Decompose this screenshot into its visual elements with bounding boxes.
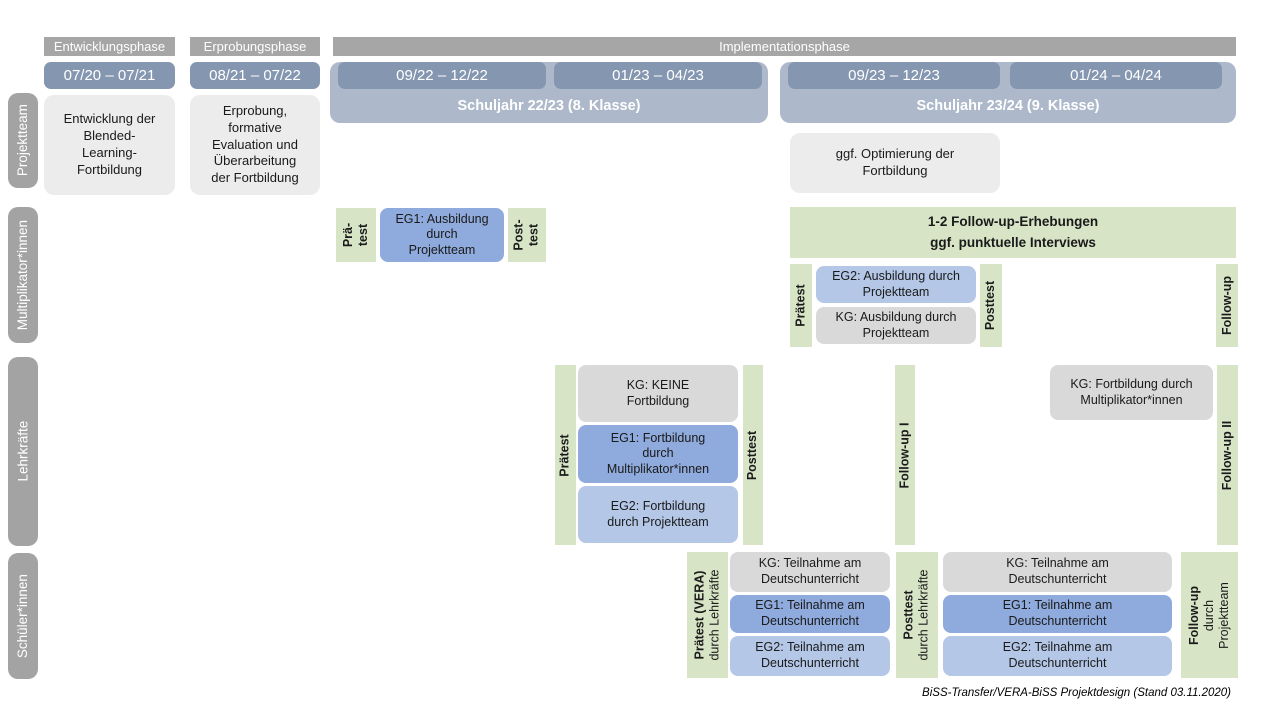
- cell-kg-teilnahme-2: KG: Teilnahme am Deutschunterricht: [943, 552, 1172, 592]
- bar-posttest-multiplikatoren-1: Post- test: [508, 208, 546, 262]
- cell-kg-teilnahme-1: KG: Teilnahme am Deutschunterricht: [730, 552, 890, 592]
- slide-caption: BiSS-Transfer/VERA-BiSS Projektdesign (S…: [922, 687, 1231, 699]
- cell-eg1-teilnahme-2: EG1: Teilnahme am Deutschunterricht: [943, 595, 1172, 633]
- row-label-lehrkraefte-text: Lehrkräfte: [14, 421, 30, 482]
- praetest-line1: Prä-: [340, 222, 355, 248]
- followup-projektteam-sub1: durch: [1202, 599, 1217, 631]
- row-label-projektteam: Projektteam: [8, 93, 38, 188]
- bar-followup-multiplikatoren: Follow-up: [1216, 264, 1238, 347]
- bar-followup-2: Follow-up II: [1217, 365, 1238, 545]
- bar-posttest-multiplikatoren-2: Posttest: [980, 264, 1002, 347]
- bar-followup-1: Follow-up I: [895, 365, 915, 545]
- row-label-schuelerinnen-text: Schüler*innen: [14, 573, 30, 659]
- cell-eg1-teilnahme-1: EG1: Teilnahme am Deutschunterricht: [730, 595, 890, 633]
- phase-header-implementationsphase: Implementationsphase: [333, 37, 1236, 56]
- cell-kg-keine-fortbildung: KG: KEINE Fortbildung: [578, 365, 738, 422]
- date-bar-0821-0722: 08/21 – 07/22: [190, 62, 320, 89]
- praetest-lehrkraefte-text: Prätest: [558, 433, 573, 477]
- bar-posttest-lehrkraefte-schueler: Posttest durch Lehrkräfte: [896, 552, 938, 678]
- bar-praetest-multiplikatoren-2: Prätest: [790, 264, 812, 347]
- date-bar-0124-0424: 01/24 – 04/24: [1010, 62, 1222, 89]
- praetest-vera-text: Prätest (VERA): [692, 570, 707, 660]
- box-entwicklung-blended-learning: Entwicklung der Blended- Learning- Fortb…: [44, 95, 175, 195]
- posttest-schueler-sub: durch Lehrkräfte: [917, 569, 931, 661]
- schuljahr-22-23-label: Schuljahr 22/23 (8. Klasse): [457, 98, 641, 114]
- row-label-multiplikatorinnen-text: Multiplikator*innen: [14, 219, 30, 331]
- box-erprobung-evaluation: Erprobung, formative Evaluation und Über…: [190, 95, 320, 195]
- followup-projektteam-text: Follow-up: [1187, 585, 1202, 645]
- posttest-line1: Post-: [512, 219, 526, 251]
- followup-2-text: Follow-up II: [1220, 420, 1234, 490]
- date-bar-0923-1223: 09/23 – 12/23: [788, 62, 1000, 89]
- box-followup-erhebungen: 1-2 Follow-up-Erhebungen ggf. punktuelle…: [790, 207, 1236, 258]
- cell-eg2-teilnahme-1: EG2: Teilnahme am Deutschunterricht: [730, 636, 890, 676]
- row-label-lehrkraefte: Lehrkräfte: [8, 357, 38, 546]
- row-label-projektteam-text: Projektteam: [14, 104, 30, 177]
- row-label-schuelerinnen: Schüler*innen: [8, 553, 38, 679]
- cell-eg1-ausbildung-projektteam: EG1: Ausbildung durch Projektteam: [380, 208, 504, 262]
- phase-header-entwicklungsphase: Entwicklungsphase: [44, 37, 175, 56]
- cell-kg-ausbildung-projektteam: KG: Ausbildung durch Projektteam: [816, 307, 976, 344]
- box-ggf-optimierung: ggf. Optimierung der Fortbildung: [790, 133, 1000, 193]
- cell-eg2-fortbildung-projektteam: EG2: Fortbildung durch Projektteam: [578, 486, 738, 543]
- followup-projektteam-sub2: Projektteam: [1217, 581, 1232, 649]
- date-bar-0720-0721: 07/20 – 07/21: [44, 62, 175, 89]
- followup-text: Follow-up: [1219, 275, 1234, 336]
- bar-praetest-vera-lehrkraefte: Prätest (VERA) durch Lehrkräfte: [687, 552, 728, 678]
- followup-1-text: Follow-up I: [897, 422, 912, 488]
- posttest-line2: test: [527, 223, 541, 247]
- posttest-lehrkraefte-text: Posttest: [745, 430, 760, 480]
- posttest-schueler-text: Posttest: [902, 590, 916, 640]
- cell-kg-fortbildung-multiplikatoren: KG: Fortbildung durch Multiplikator*inne…: [1050, 365, 1213, 420]
- bar-followup-projektteam: Follow-up durch Projektteam: [1181, 552, 1238, 678]
- bar-posttest-lehrkraefte: Posttest: [743, 365, 763, 545]
- phase-header-erprobungsphase: Erprobungsphase: [190, 37, 320, 56]
- cell-eg1-fortbildung-multiplikatoren: EG1: Fortbildung durch Multiplikator*inn…: [578, 425, 738, 483]
- praetest-line2: test: [355, 223, 370, 247]
- cell-eg2-ausbildung-projektteam: EG2: Ausbildung durch Projektteam: [816, 266, 976, 303]
- praetest-vera-sub: durch Lehrkräfte: [707, 569, 722, 661]
- bar-praetest-multiplikatoren-1: Prä- test: [336, 208, 376, 262]
- date-bar-0922-1222: 09/22 – 12/22: [338, 62, 546, 89]
- row-label-multiplikatorinnen: Multiplikator*innen: [8, 207, 38, 343]
- cell-eg2-teilnahme-2: EG2: Teilnahme am Deutschunterricht: [943, 636, 1172, 676]
- posttest2-text: Posttest: [983, 280, 998, 331]
- date-bar-0123-0423: 01/23 – 04/23: [554, 62, 762, 89]
- bar-praetest-lehrkraefte: Prätest: [555, 365, 576, 545]
- praetest2-text: Prätest: [793, 284, 808, 327]
- schuljahr-23-24-label: Schuljahr 23/24 (9. Klasse): [916, 98, 1100, 114]
